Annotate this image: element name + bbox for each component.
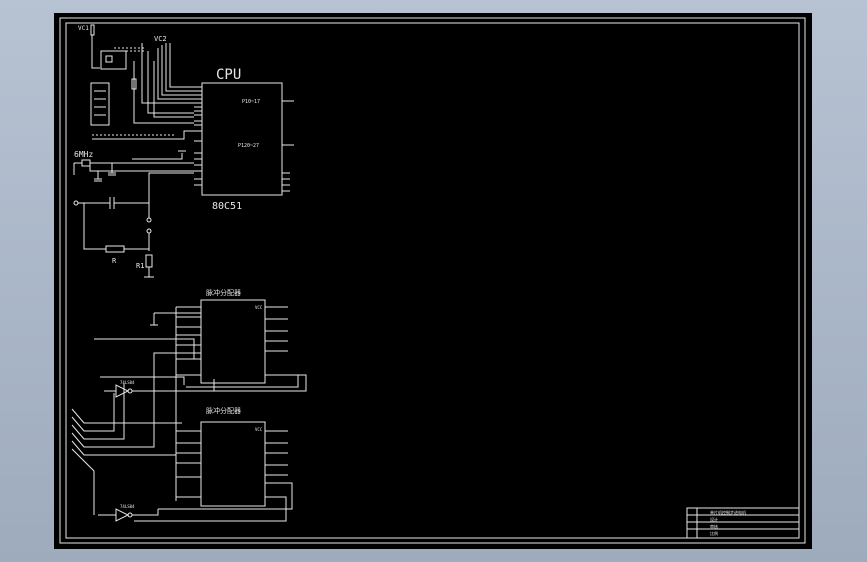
power-section: VC1 VC2 (78, 24, 194, 140)
outer-border (59, 17, 806, 544)
inner-border (65, 22, 800, 539)
switch-array (90, 82, 110, 126)
bus-lines (71, 352, 201, 515)
title-block: 单片机控制步进电机 设计 审核 比例 (686, 507, 800, 539)
cpu-port-p2-label: P120~27 (238, 143, 259, 149)
divider1-vcc: VCC (255, 305, 263, 310)
divider1-chip (200, 299, 266, 384)
cad-drawing-viewport[interactable]: CPU 80C51 P10~17 P120~27 VC1 VC2 (54, 13, 812, 549)
resistor-r1 (145, 254, 153, 268)
inverter-2 (115, 508, 130, 522)
crystal-label: 6MHz (74, 150, 93, 159)
inverter-2-label: 74LS04 (120, 504, 135, 509)
divider2-chip (200, 421, 266, 507)
vc1-label: VC1 (78, 25, 89, 32)
cpu-chip (201, 82, 283, 196)
title-block-row-1: 单片机控制步进电机 (710, 509, 746, 515)
cpu-block: CPU 80C51 P10~17 P120~27 (194, 67, 294, 212)
resistor-r (105, 245, 125, 253)
resistor-r1-label: R1 (136, 262, 144, 270)
resistor-r-label: R (112, 257, 117, 265)
cpu-title: CPU (216, 67, 241, 83)
cpu-port-p1-label: P10~17 (242, 99, 260, 105)
reset-section: R R1 (73, 172, 194, 278)
pulse-distributor-1: 脉冲分配器 VCC 74LS04 (94, 288, 307, 501)
title-block-row-2: 设计 (710, 516, 718, 522)
vc2-label: VC2 (154, 35, 167, 43)
inverter-1-label: 74LS04 (120, 380, 135, 385)
crystal-section: 6MHz (73, 150, 194, 182)
divider2-vcc: VCC (255, 427, 263, 432)
divider1-title: 脉冲分配器 (206, 288, 241, 297)
schematic-drawing: CPU 80C51 P10~17 P120~27 VC1 VC2 (59, 17, 806, 544)
pulse-distributor-2: 脉冲分配器 VCC 74LS04 (98, 406, 293, 522)
cpu-part-label: 80C51 (212, 201, 242, 212)
divider2-title: 脉冲分配器 (206, 406, 241, 415)
title-block-row-4: 比例 (710, 530, 718, 536)
title-block-row-3: 审核 (710, 523, 718, 529)
inverter-1 (115, 384, 130, 398)
